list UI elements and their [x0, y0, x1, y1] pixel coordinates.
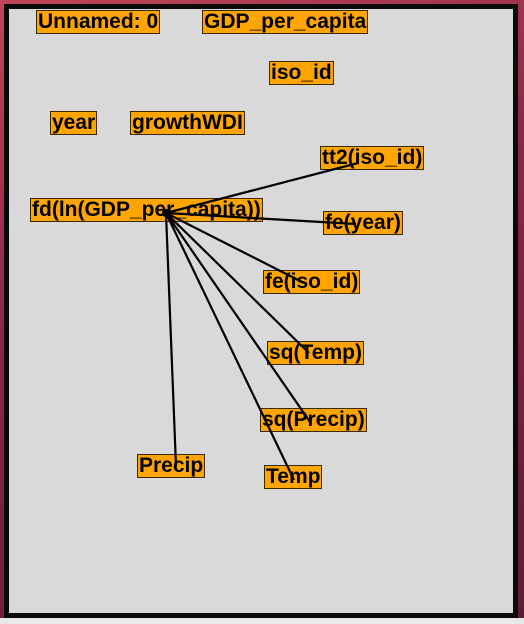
node-precip[interactable]: Precip: [137, 454, 206, 478]
node-growthwdi[interactable]: growthWDI: [130, 111, 245, 135]
node-temp[interactable]: Temp: [264, 465, 323, 489]
node-fe-iso-id[interactable]: fe(iso_id): [263, 270, 361, 294]
node-sq-precip[interactable]: sq(Precip): [260, 408, 367, 432]
node-tt2-iso-id[interactable]: tt2(iso_id): [320, 146, 425, 170]
node-fe-year[interactable]: fe(year): [323, 211, 403, 235]
window-bottom-edge: [0, 618, 524, 624]
node-fd-ln-gdp-per-capita[interactable]: fd(ln(GDP_per_capita)): [30, 198, 263, 222]
node-year[interactable]: year: [50, 111, 98, 135]
node-iso-id[interactable]: iso_id: [269, 61, 334, 85]
node-gdp-per-capita[interactable]: GDP_per_capita: [202, 10, 369, 34]
node-unnamed-0[interactable]: Unnamed: 0: [36, 10, 161, 34]
node-sq-temp[interactable]: sq(Temp): [267, 341, 364, 365]
graph-canvas[interactable]: [4, 4, 518, 618]
